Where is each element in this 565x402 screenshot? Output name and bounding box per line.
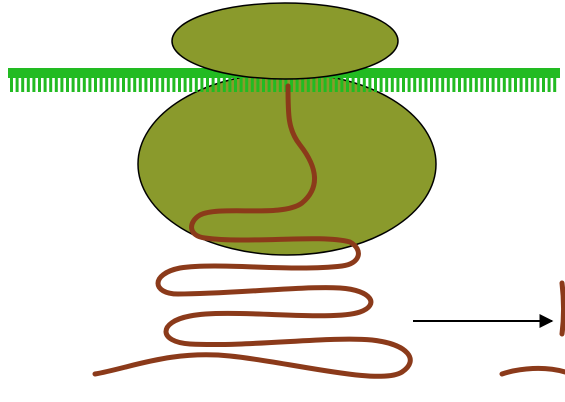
- mrna-nucleotide: [447, 76, 450, 92]
- mrna-nucleotide: [514, 76, 517, 92]
- mrna-nucleotide: [374, 76, 377, 92]
- mrna-nucleotide: [27, 76, 30, 92]
- mrna-nucleotide: [402, 76, 405, 92]
- mrna-nucleotide: [508, 76, 511, 92]
- mrna-nucleotide: [94, 76, 97, 92]
- mrna-nucleotide: [116, 76, 119, 92]
- mrna-nucleotide: [251, 76, 254, 92]
- mrna-nucleotide: [464, 76, 467, 92]
- mrna-nucleotide: [206, 76, 209, 92]
- mrna-nucleotide: [21, 76, 24, 92]
- mrna-nucleotide: [133, 76, 136, 92]
- mrna-nucleotide: [172, 76, 175, 92]
- mrna-nucleotide: [391, 76, 394, 92]
- partial-peptide-fragment-top: [562, 283, 564, 334]
- mrna-nucleotide: [195, 76, 198, 92]
- partial-peptide-fragment: [502, 368, 565, 374]
- mrna-nucleotide: [380, 76, 383, 92]
- mrna-nucleotide: [10, 76, 13, 92]
- mrna-nucleotide: [105, 76, 108, 92]
- mrna-nucleotide: [83, 76, 86, 92]
- mrna-nucleotide: [329, 76, 332, 92]
- mrna-nucleotide: [32, 76, 35, 92]
- mrna-nucleotide: [55, 76, 58, 92]
- mrna-nucleotide: [542, 76, 545, 92]
- mrna-nucleotide: [548, 76, 551, 92]
- mrna-nucleotide: [111, 76, 114, 92]
- mrna-nucleotide: [49, 76, 52, 92]
- mrna-nucleotide: [128, 76, 131, 92]
- mrna-nucleotide: [228, 76, 231, 92]
- mrna-nucleotide: [156, 76, 159, 92]
- mrna-nucleotide: [340, 76, 343, 92]
- mrna-nucleotide: [525, 76, 528, 92]
- mrna-nucleotide: [240, 76, 243, 92]
- mrna-nucleotide: [536, 76, 539, 92]
- mrna-nucleotide: [66, 76, 69, 92]
- mrna-nucleotide: [189, 76, 192, 92]
- mrna-nucleotide: [217, 76, 220, 92]
- ribosome-small-subunit: [172, 3, 398, 79]
- mrna-nucleotide: [335, 76, 338, 92]
- mrna-nucleotide: [363, 76, 366, 92]
- mrna-nucleotide: [531, 76, 534, 92]
- mrna-nucleotide: [77, 76, 80, 92]
- mrna-nucleotide: [413, 76, 416, 92]
- mrna-nucleotide: [497, 76, 500, 92]
- mrna-nucleotide: [16, 76, 19, 92]
- mrna-nucleotide: [346, 76, 349, 92]
- mrna-nucleotide: [318, 76, 321, 92]
- mrna-nucleotide: [122, 76, 125, 92]
- mrna-nucleotide: [503, 76, 506, 92]
- mrna-nucleotide: [38, 76, 41, 92]
- mrna-nucleotide: [167, 76, 170, 92]
- mrna-nucleotide: [396, 76, 399, 92]
- mrna-nucleotide: [452, 76, 455, 92]
- mrna-nucleotide: [88, 76, 91, 92]
- mrna-nucleotide: [368, 76, 371, 92]
- mrna-nucleotide: [245, 76, 248, 92]
- mrna-nucleotide: [486, 76, 489, 92]
- mrna-nucleotide: [139, 76, 142, 92]
- mrna-nucleotide: [60, 76, 63, 92]
- mrna-nucleotide: [458, 76, 461, 92]
- mrna-nucleotide: [72, 76, 75, 92]
- mrna-nucleotide: [150, 76, 153, 92]
- mrna-nucleotide: [144, 76, 147, 92]
- mrna-nucleotide: [492, 76, 495, 92]
- mrna-nucleotide: [436, 76, 439, 92]
- mrna-nucleotide: [441, 76, 444, 92]
- mrna-nucleotide: [475, 76, 478, 92]
- mrna-nucleotide: [161, 76, 164, 92]
- mrna-nucleotide: [469, 76, 472, 92]
- mrna-nucleotide: [200, 76, 203, 92]
- mrna-nucleotide: [44, 76, 47, 92]
- mrna-nucleotide: [424, 76, 427, 92]
- mrna-nucleotide: [520, 76, 523, 92]
- mrna-nucleotide: [419, 76, 422, 92]
- mrna-nucleotide: [178, 76, 181, 92]
- mrna-nucleotide: [385, 76, 388, 92]
- mrna-nucleotide: [184, 76, 187, 92]
- mrna-nucleotide: [324, 76, 327, 92]
- mrna-nucleotide: [223, 76, 226, 92]
- mrna-nucleotide: [100, 76, 103, 92]
- mrna-nucleotide: [408, 76, 411, 92]
- mrna-nucleotide: [352, 76, 355, 92]
- mrna-nucleotide: [234, 76, 237, 92]
- mrna-nucleotide: [357, 76, 360, 92]
- mrna-nucleotide: [553, 76, 556, 92]
- mrna-nucleotide: [480, 76, 483, 92]
- mrna-nucleotide: [430, 76, 433, 92]
- mrna-nucleotide: [212, 76, 215, 92]
